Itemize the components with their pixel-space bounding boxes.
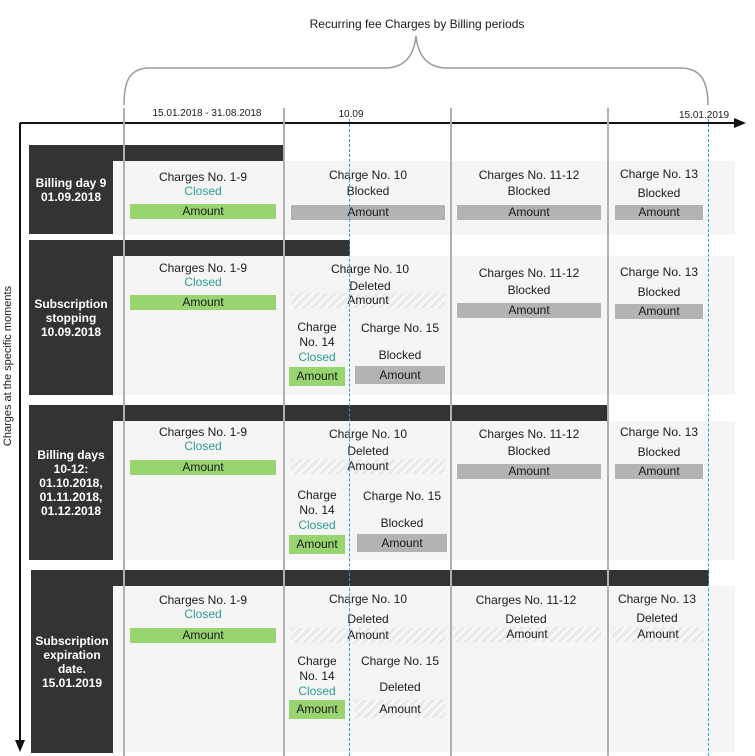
row4-charge-15-title: Charge No. 15 — [360, 654, 440, 668]
stop-date-marker — [349, 119, 350, 756]
row1-charge-11-12-title: Charges No. 11-12 — [478, 168, 580, 182]
row3-charge-1-9-status: Closed — [184, 439, 222, 453]
row4-charge-15-amount: Amount — [355, 700, 445, 718]
row2-charge-15-status: Blocked — [378, 348, 422, 362]
row2-charge-11-12-status: Blocked — [507, 283, 551, 297]
row3-charge-15-status: Blocked — [380, 516, 424, 530]
row3-charge-15-amount: Amount — [357, 534, 447, 552]
row4-charge-10-title: Charge No. 10 — [328, 592, 408, 606]
diagram-title: Recurring fee Charges by Billing periods — [309, 17, 525, 31]
row2-charge-14-status: Closed — [298, 350, 336, 364]
row4-charge-14-title: Charge No. 14 — [297, 654, 337, 683]
row2-charge-14-amount: Amount — [289, 367, 345, 386]
row2-label: Subscription stopping 10.09.2018 — [29, 240, 113, 395]
row4-charge-10-status: Deleted — [347, 612, 389, 626]
period-divider-4 — [607, 108, 609, 756]
row3-charge-11-12-amount: Amount — [457, 464, 601, 479]
row2-charge-1-9-title: Charges No. 1-9 — [158, 261, 248, 275]
row4-panel — [113, 586, 735, 752]
row1-charge-10-status: Blocked — [346, 184, 390, 198]
row4-charge-14-amount: Amount — [289, 700, 345, 719]
row3-charge-11-12-title: Charges No. 11-12 — [478, 427, 580, 441]
row1-charge-11-12-status: Blocked — [507, 184, 551, 198]
row3-charge-10-status: Deleted — [347, 444, 389, 458]
date-range-label: 15.01.2018 - 31.08.2018 — [152, 108, 262, 119]
row2-charge-13-status: Blocked — [637, 285, 681, 299]
row2-charge-10-amount: Amount — [291, 293, 445, 308]
row1-charge-10-title: Charge No. 10 — [328, 168, 408, 182]
row3-charge-15-title: Charge No. 15 — [362, 489, 442, 503]
row1-charge-13-status: Blocked — [637, 186, 681, 200]
row4-charge-1-9-title: Charges No. 1-9 — [158, 593, 248, 607]
row1-charge-13-amount: Amount — [615, 205, 703, 220]
period-brace — [123, 35, 709, 106]
row2-charge-15-title: Charge No. 15 — [360, 321, 440, 335]
row3-charge-14-amount: Amount — [289, 535, 345, 554]
row2-charge-10-title: Charge No. 10 — [330, 262, 410, 276]
row4-charge-10-amount: Amount — [291, 628, 445, 643]
row2-charge-10-status: Deleted — [349, 279, 391, 293]
x-axis-arrow — [734, 118, 746, 128]
row2-charge-1-9-status: Closed — [184, 275, 222, 289]
row1-charge-11-12-amount: Amount — [457, 205, 601, 220]
row3-charge-13-amount: Amount — [615, 464, 703, 479]
row1-panel — [113, 161, 735, 235]
end-date-marker — [708, 119, 709, 756]
row2-charge-14-title: Charge No. 14 — [297, 320, 337, 349]
period-divider-1 — [123, 108, 125, 756]
row1-charge-1-9-status: Closed — [184, 184, 222, 198]
row4-charge-13-title: Charge No. 13 — [617, 592, 697, 606]
row3-charge-11-12-status: Blocked — [507, 444, 551, 458]
row1-charge-13-title: Charge No. 13 — [619, 167, 699, 181]
row4-charge-1-9-status: Closed — [184, 607, 222, 621]
row4-label: Subscription expiration date. 15.01.2019 — [31, 570, 113, 753]
row3-charge-14-status: Closed — [298, 518, 336, 532]
row1-charge-10-amount: Amount — [291, 205, 445, 220]
row1-charge-1-9-amount: Amount — [130, 204, 276, 219]
row1-label: Billing day 9 01.09.2018 — [29, 145, 113, 234]
end-date-label: 15.01.2019 — [678, 110, 730, 121]
row4-charge-11-12-status: Deleted — [505, 612, 547, 626]
row2-charge-13-amount: Amount — [615, 304, 703, 319]
row1-charge-1-9-title: Charges No. 1-9 — [158, 170, 248, 184]
period-divider-2 — [283, 108, 285, 756]
y-axis-label: Charges at the specific moments — [2, 285, 14, 447]
row4-charge-13-status: Deleted — [636, 611, 678, 625]
y-axis-arrow — [15, 740, 25, 752]
row3-charge-10-amount: Amount — [291, 459, 445, 474]
row3-label: Billing days 10-12: 01.10.2018, 01.11.20… — [29, 405, 113, 560]
row3-charge-1-9-title: Charges No. 1-9 — [158, 425, 248, 439]
row4-bar — [31, 570, 709, 586]
row2-charge-13-title: Charge No. 13 — [619, 265, 699, 279]
row3-charge-13-status: Blocked — [637, 445, 681, 459]
period-divider-3 — [450, 108, 452, 756]
row4-charge-1-9-amount: Amount — [130, 628, 276, 643]
row3-charge-1-9-amount: Amount — [130, 460, 276, 475]
row3-charge-14-title: Charge No. 14 — [297, 488, 337, 517]
row4-charge-15-status: Deleted — [379, 680, 421, 694]
row2-charge-1-9-amount: Amount — [130, 295, 276, 310]
stop-date-label: 10.09 — [338, 109, 364, 120]
row4-charge-13-amount: Amount — [612, 627, 704, 642]
row3-bar — [29, 405, 607, 421]
row4-charge-11-12-amount: Amount — [453, 627, 601, 642]
row2-charge-11-12-title: Charges No. 11-12 — [478, 266, 580, 280]
row4-charge-14-status: Closed — [298, 684, 336, 698]
row2-charge-15-amount: Amount — [355, 366, 445, 384]
row3-charge-13-title: Charge No. 13 — [619, 425, 699, 439]
row2-charge-11-12-amount: Amount — [457, 303, 601, 318]
row4-charge-11-12-title: Charges No. 11-12 — [475, 593, 577, 607]
row3-charge-10-title: Charge No. 10 — [328, 427, 408, 441]
